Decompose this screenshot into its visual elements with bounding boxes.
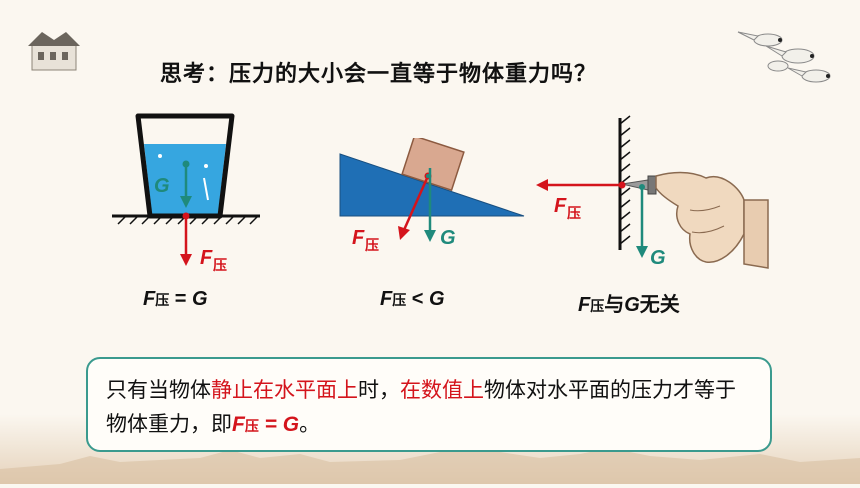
equation: F压 = G	[232, 413, 300, 436]
g-label: G	[650, 247, 666, 269]
f-label: F	[554, 195, 567, 217]
highlight-static-horizontal: 静止在水平面上	[211, 378, 358, 402]
caption-2: F压 < G	[380, 288, 445, 310]
g-label: G	[440, 227, 456, 249]
conclusion-text: 物体对水平面的压力才等于物体重力，即	[106, 378, 736, 436]
cup-figure: G F 压	[112, 113, 260, 273]
conclusion-box: 只有当物体静止在水平面上时，在数值上物体对水平面的压力才等于物体重力，即F压 =…	[86, 357, 772, 452]
building-icon	[28, 32, 80, 71]
g-label: G	[154, 175, 170, 197]
conclusion-text: 时，	[358, 378, 400, 402]
incline-figure: F 压 G	[339, 138, 525, 253]
wall-figure: F 压 G	[536, 115, 769, 269]
f-sub: 压	[567, 205, 581, 221]
conclusion-text: 。	[299, 412, 321, 436]
f-label: F	[200, 247, 213, 269]
f-sub: 压	[213, 257, 227, 273]
f-sub: 压	[365, 237, 379, 253]
f-label: F	[352, 227, 365, 249]
caption-1: F压 = G	[143, 288, 208, 310]
question-title: 思考：压力的大小会一直等于物体重力吗？	[160, 62, 598, 87]
conclusion-text: 只有当物体	[106, 378, 211, 402]
cranes-icon	[737, 31, 831, 83]
caption-3: F压与G无关	[578, 294, 680, 316]
highlight-numeric: 在数值上	[400, 378, 484, 402]
